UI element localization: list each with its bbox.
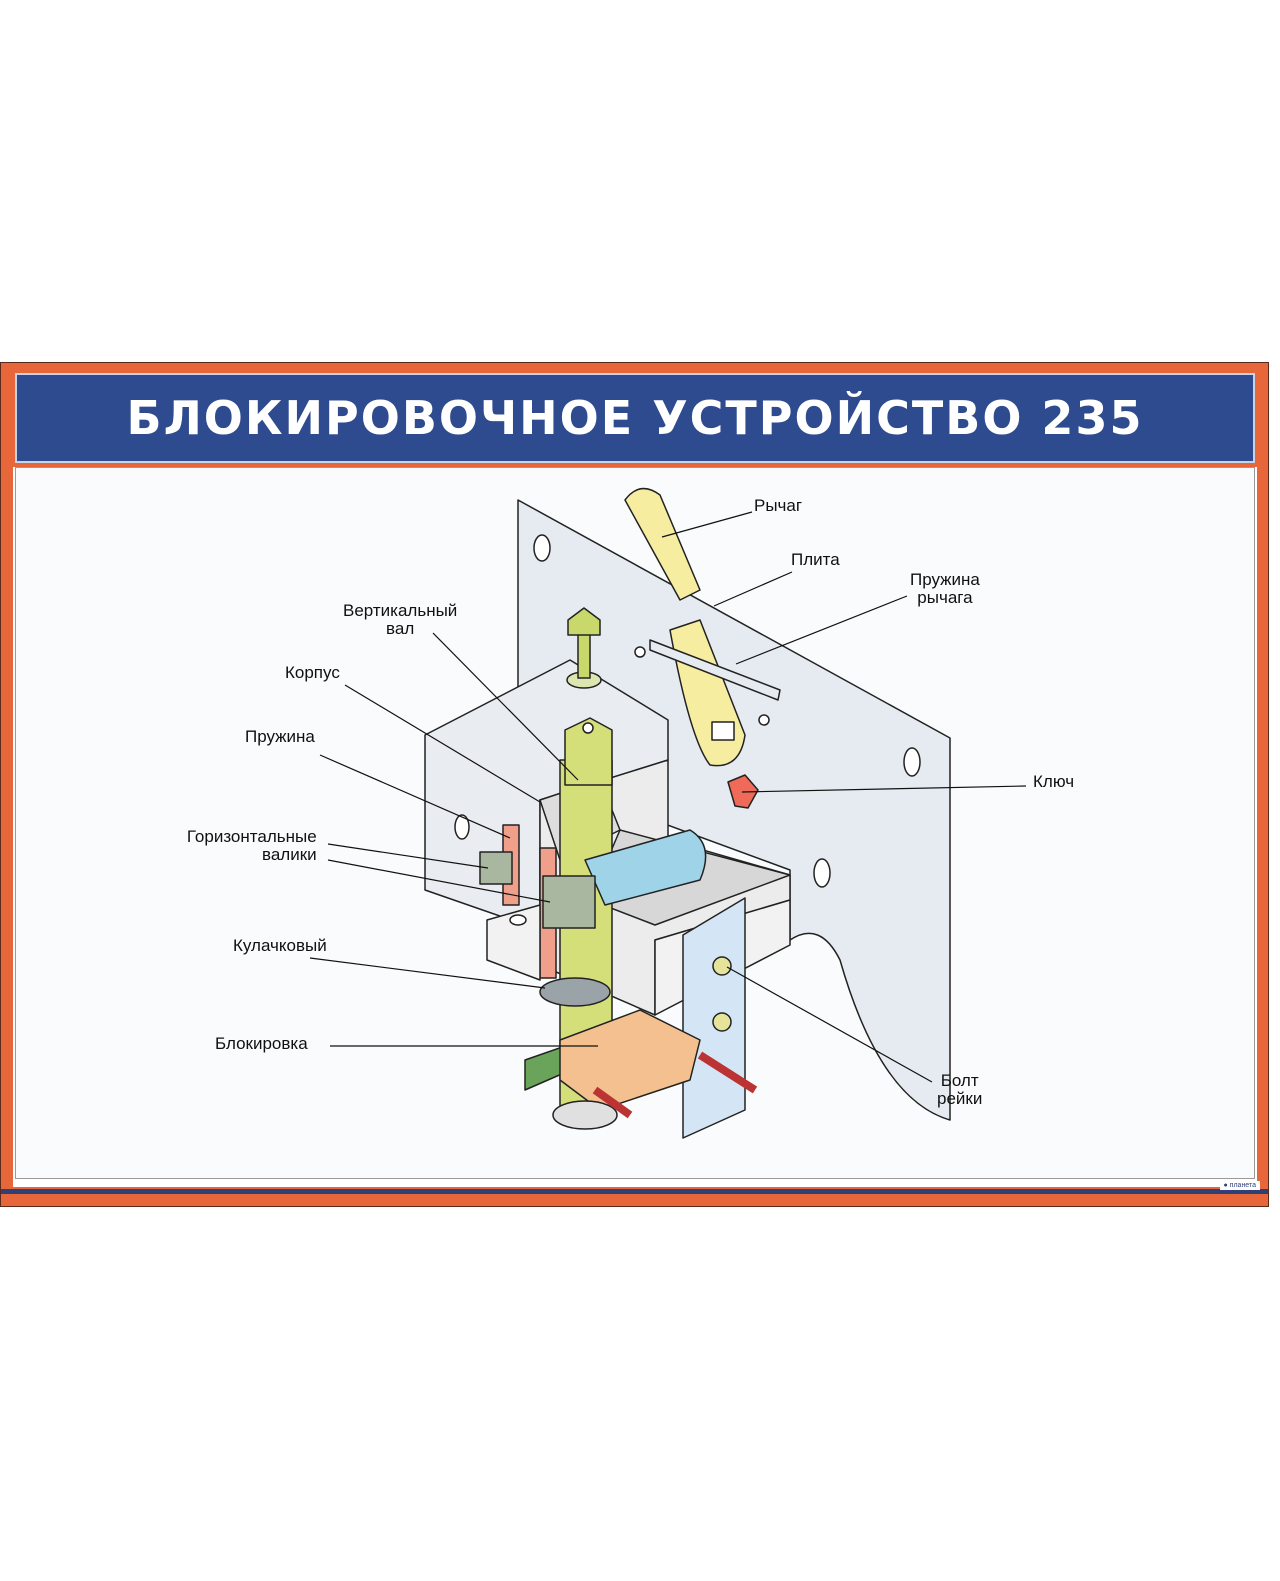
title-banner: БЛОКИРОВОЧНОЕ УСТРОЙСТВО 235 xyxy=(15,373,1255,463)
label-plate: Плита xyxy=(791,550,840,569)
label-line: Вертикальный xyxy=(343,601,458,620)
label-housing: Корпус xyxy=(285,663,340,682)
label-line: вал xyxy=(386,619,415,638)
label-line: валики xyxy=(262,845,317,864)
label-lock: Блокировка xyxy=(215,1034,308,1053)
label-lever: Рычаг xyxy=(754,496,803,515)
label-line: рейки xyxy=(937,1089,983,1108)
label-line: рычага xyxy=(917,588,973,607)
publisher-logo: ● планета xyxy=(1219,1181,1260,1190)
plate xyxy=(517,499,951,1121)
lever xyxy=(624,487,701,601)
label-line: Болт xyxy=(940,1071,979,1090)
page-title: БЛОКИРОВОЧНОЕ УСТРОЙСТВО 235 xyxy=(126,391,1144,445)
cam xyxy=(539,977,611,1007)
label-spring: Пружина xyxy=(245,727,315,746)
label-key: Ключ xyxy=(1033,772,1075,791)
label-cam: Кулачковый xyxy=(233,936,327,955)
label-line: Пружина xyxy=(910,570,980,589)
blue-cylinder xyxy=(584,829,707,906)
bottom-stripe xyxy=(1,1189,1268,1194)
label-line: Горизонтальные xyxy=(186,827,317,846)
